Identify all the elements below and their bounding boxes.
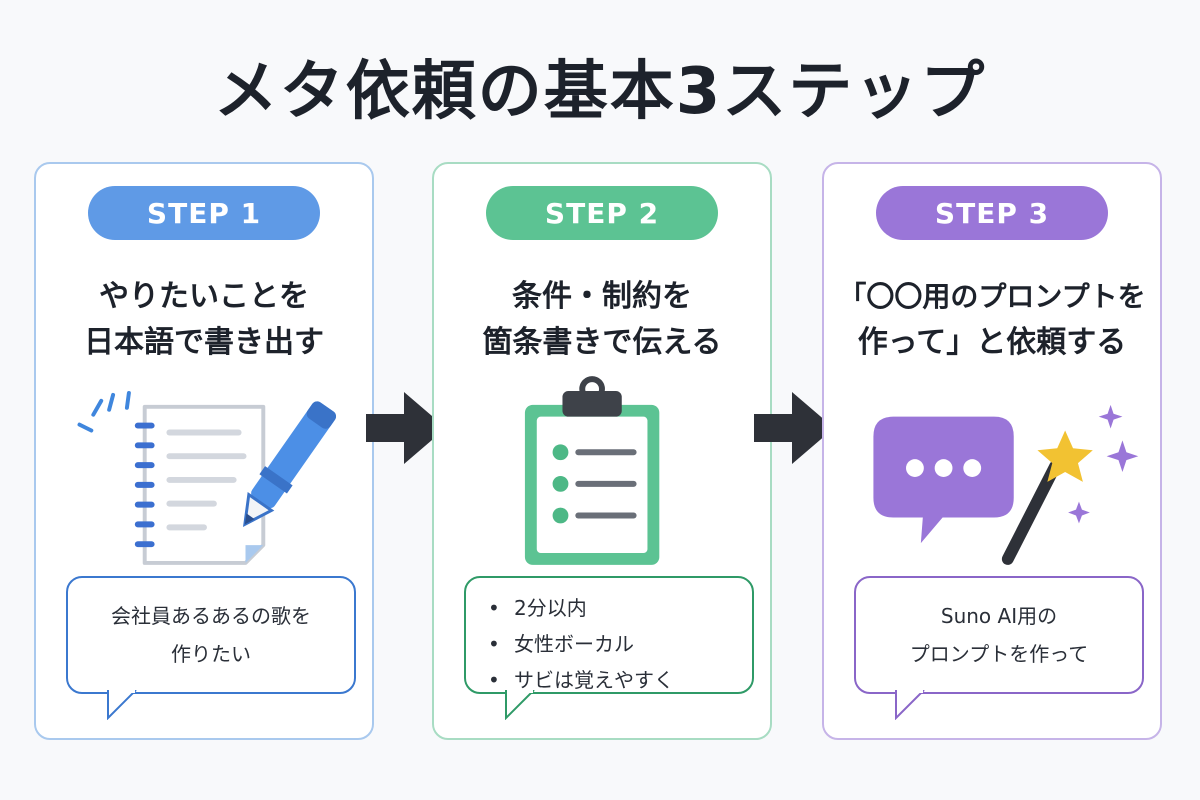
step-2-heading: 条件・制約を 箇条書きで伝える [434, 274, 770, 366]
step-2-bubble-item-2: 女性ボーカル [488, 626, 674, 662]
step-1-bubble-line-1: 会社員あるあるの歌を [111, 604, 311, 628]
step-2-bubble-tail [505, 690, 535, 720]
step-3-card: STEP 3 「〇〇用のプロンプトを 作って」と依頼する Suno AI用の プ… [822, 162, 1162, 740]
step-1-card: STEP 1 やりたいことを 日本語で書き出す [34, 162, 374, 740]
step-1-heading-line-2: 日本語で書き出す [84, 325, 324, 360]
notebook-pen-icon [77, 390, 337, 565]
step-3-heading: 「〇〇用のプロンプトを 作って」と依頼する [824, 274, 1160, 366]
step-1-bubble-tail [107, 690, 137, 720]
step-3-bubble-tail [895, 690, 925, 720]
step-2-card: STEP 2 条件・制約を 箇条書きで伝える 2分以内 女性ボーカル サビは覚え… [432, 162, 772, 740]
step-3-bubble-line-2: プロンプトを作って [909, 642, 1089, 666]
step-1-heading: やりたいことを 日本語で書き出す [36, 274, 372, 366]
step-3-heading-line-2: 作って」と依頼する [857, 325, 1127, 360]
step-1-badge: STEP 1 [88, 186, 320, 240]
page-title: メタ依頼の基本3ステップ [213, 55, 987, 129]
step-3-bubble-line-1: Suno AI用の [940, 604, 1058, 628]
step-2-badge: STEP 2 [486, 186, 718, 240]
step-2-bubble-item-3: サビは覚えやすく [488, 662, 674, 698]
step-2-heading-line-2: 箇条書きで伝える [482, 325, 722, 360]
step-1-heading-line-1: やりたいことを [99, 279, 309, 314]
step-3-heading-line-1: 「〇〇用のプロンプトを [838, 280, 1146, 313]
step-3-speech-bubble: Suno AI用の プロンプトを作って [854, 576, 1144, 694]
arrow-right-icon [754, 392, 834, 464]
step-3-badge: STEP 3 [876, 186, 1108, 240]
clipboard-checklist-icon [524, 376, 660, 565]
step-1-bubble-line-2: 作りたい [171, 642, 251, 666]
step-2-speech-bubble: 2分以内 女性ボーカル サビは覚えやすく [464, 576, 754, 694]
arrow-right-icon [366, 392, 446, 464]
step-2-bubble-item-1: 2分以内 [488, 590, 674, 626]
chat-bubble-magic-wand-icon [873, 404, 1139, 565]
step-1-speech-bubble: 会社員あるあるの歌を 作りたい [66, 576, 356, 694]
step-2-heading-line-1: 条件・制約を [512, 279, 692, 314]
